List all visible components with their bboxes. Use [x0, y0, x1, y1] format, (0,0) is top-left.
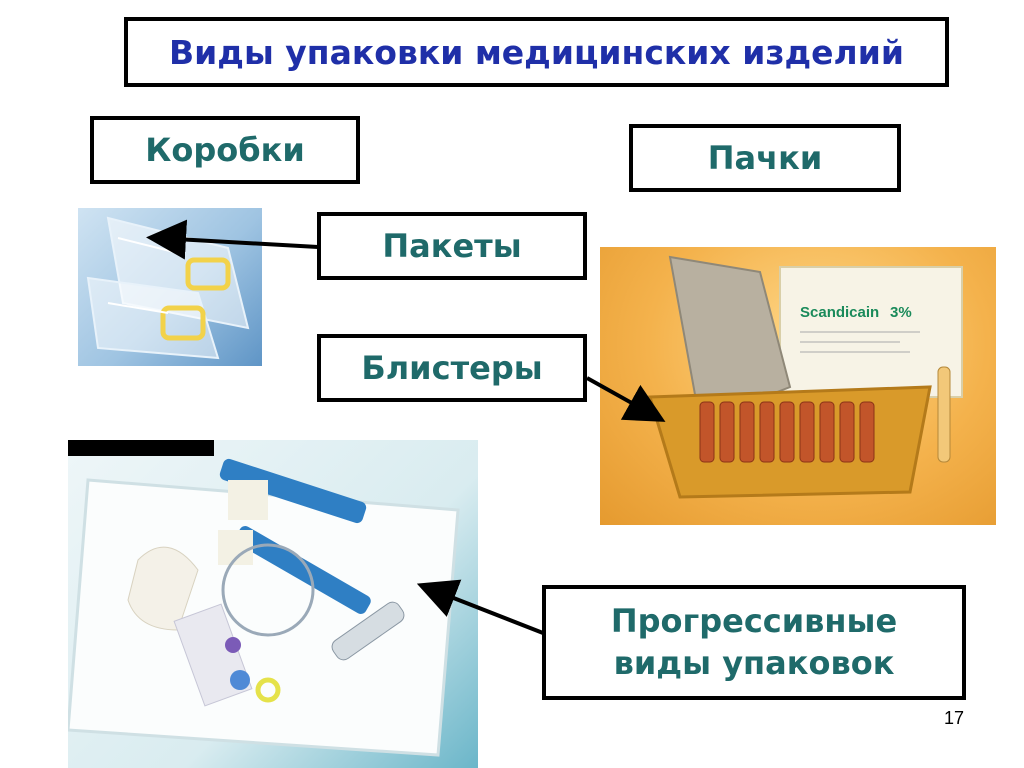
page-number: 17	[943, 708, 964, 728]
label-bags: Пакеты	[317, 212, 587, 280]
blister-product-name: Scandicain	[800, 304, 879, 321]
slide-title: Виды упаковки медицинских изделий	[124, 17, 949, 87]
slide-title-text: Виды упаковки медицинских изделий	[169, 32, 904, 72]
label-progressive-packaging: Прогрессивные виды упаковок	[542, 585, 966, 700]
photo-blister-pack: Scandicain 3%	[600, 247, 996, 525]
label-blisters-text: Блистеры	[361, 349, 543, 387]
label-progressive-line1: Прогрессивные	[610, 601, 898, 640]
label-blisters: Блистеры	[317, 334, 587, 402]
photo-progressive-tray	[68, 440, 478, 768]
label-bags-text: Пакеты	[382, 227, 522, 265]
label-boxes: Коробки	[90, 116, 360, 184]
tray-illustration	[68, 458, 460, 757]
sterile-bags-illustration	[86, 216, 250, 360]
label-packs: Пачки	[629, 124, 901, 192]
label-packs-text: Пачки	[707, 139, 823, 177]
black-bar-decoration	[68, 440, 214, 456]
label-boxes-text: Коробки	[145, 131, 305, 169]
blister-pack-illustration: Scandicain 3%	[648, 255, 963, 499]
label-progressive-line2: виды упаковок	[613, 643, 895, 682]
photo-sterile-bags	[78, 208, 262, 366]
blister-product-strength: 3%	[890, 304, 912, 321]
